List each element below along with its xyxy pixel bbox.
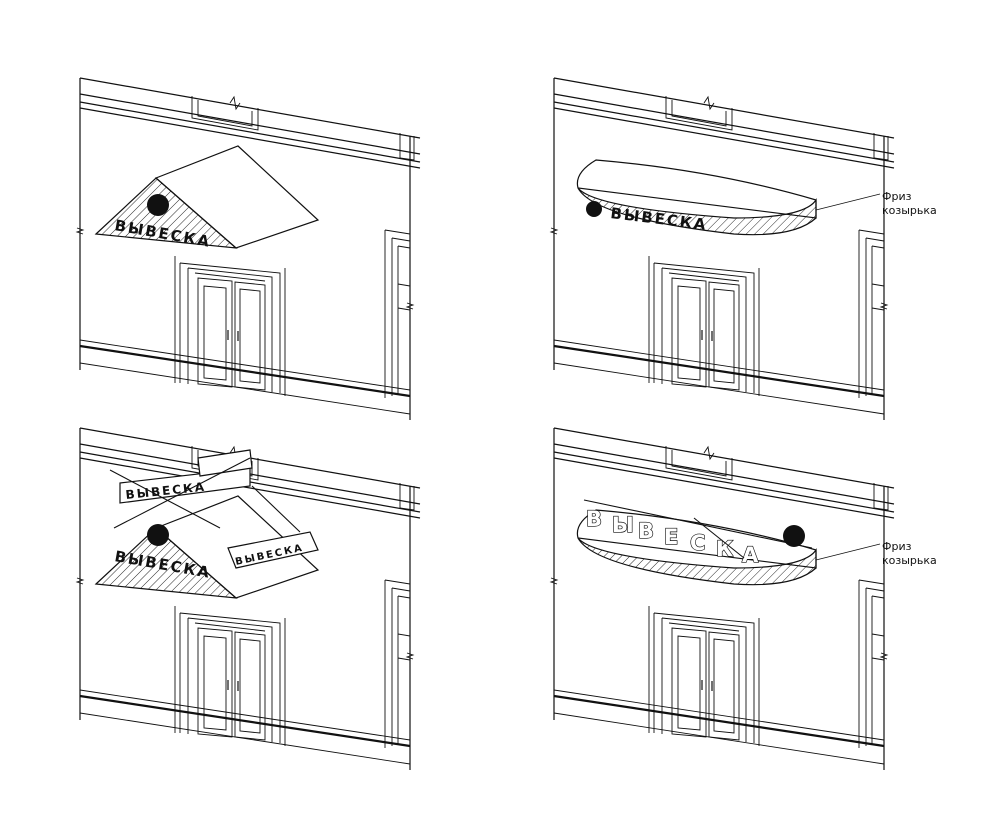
canopy-top [576, 159, 817, 219]
cross-line [583, 499, 813, 549]
sign-letter: В [638, 519, 654, 543]
cross-line [693, 517, 745, 559]
callout-frieze: Фриз [882, 190, 912, 203]
canopy-gable [94, 177, 238, 249]
sign-letter: А [742, 543, 759, 567]
callout-leader [815, 543, 881, 561]
sign-letter: С [690, 531, 705, 555]
canopy-frieze [577, 537, 817, 586]
sign-letter: Ы [612, 513, 634, 537]
building-facade [549, 426, 896, 772]
canopy-frieze [577, 187, 817, 236]
canopy-gable [94, 527, 238, 599]
sign-letter: Е [664, 525, 678, 549]
sign-letter: В [586, 507, 602, 531]
building-facade [75, 76, 422, 422]
emblem-dot [586, 201, 602, 217]
emblem-dot [147, 524, 169, 546]
emblem-dot [147, 194, 169, 216]
callout-leader [815, 193, 881, 211]
callout-frieze: Фриз [882, 540, 912, 553]
sign-letter: К [716, 537, 733, 561]
building-facade [549, 76, 896, 422]
panel-2-arched-canopy: ВЫВЕСКА Фриз козырька [549, 76, 937, 422]
panel-3-crossed-extra-signs: ВЫВЕСКА ВЫВЕСКА ВЫВЕСКА [75, 426, 422, 772]
emblem-dot [783, 525, 805, 547]
callout-canopy: козырька [882, 554, 937, 567]
panel-1-gable-canopy: ВЫВЕСКА [75, 76, 422, 422]
callout-canopy: козырька [882, 204, 937, 217]
sign-text: ВЫВЕСКА [610, 204, 709, 234]
